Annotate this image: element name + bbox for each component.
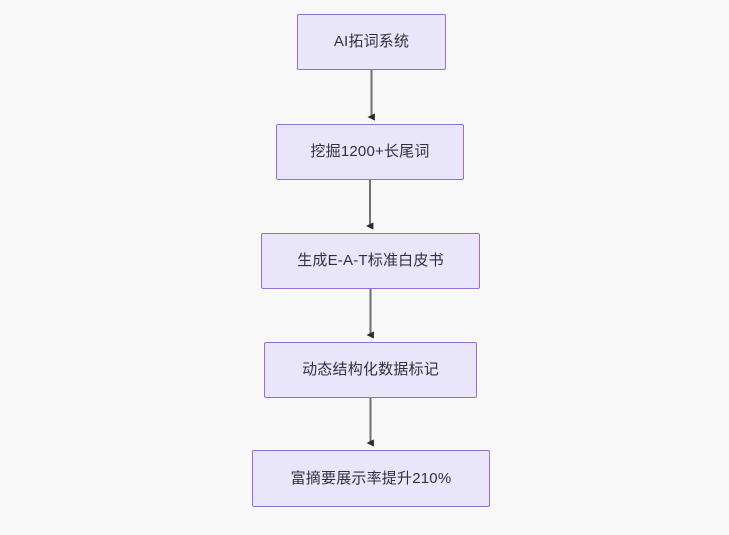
flow-node-rich-snippet-rate-increase[interactable]: 富摘要展示率提升210%	[252, 450, 490, 507]
flow-node-label: 富摘要展示率提升210%	[290, 469, 452, 487]
flow-node-mine-longtail-keywords[interactable]: 挖掘1200+长尾词	[276, 124, 464, 180]
flow-node-dynamic-structured-data-markup[interactable]: 动态结构化数据标记	[264, 342, 477, 398]
flow-node-ai-keyword-system[interactable]: AI拓词系统	[297, 14, 446, 70]
flow-node-label: 挖掘1200+长尾词	[310, 143, 430, 161]
flow-node-label: AI拓词系统	[333, 33, 410, 51]
flow-node-label: 动态结构化数据标记	[302, 361, 439, 379]
flow-node-label: 生成E-A-T标准白皮书	[297, 252, 444, 270]
flow-node-generate-eat-whitepaper[interactable]: 生成E-A-T标准白皮书	[261, 233, 480, 289]
